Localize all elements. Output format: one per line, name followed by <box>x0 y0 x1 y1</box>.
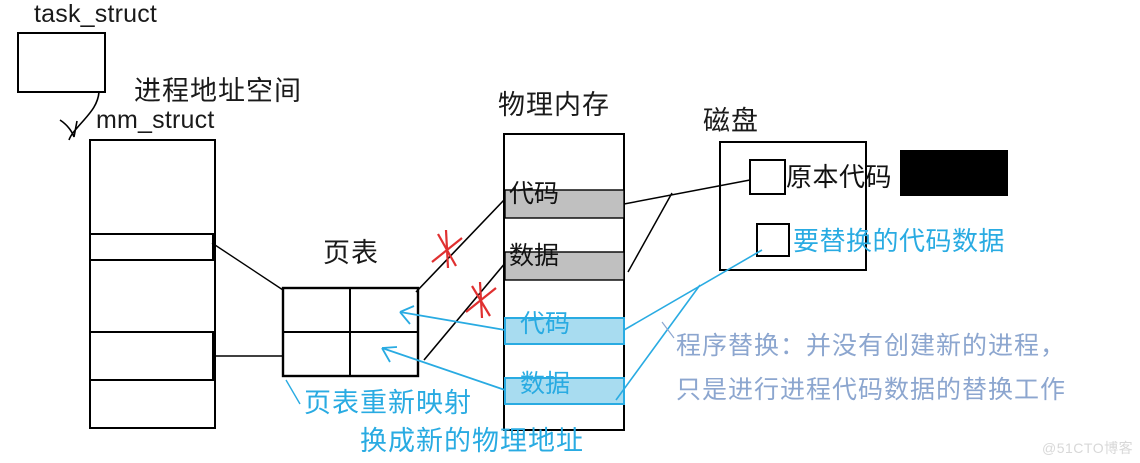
phys-band-label-old-data: 数据 <box>509 242 560 270</box>
new-mapping-line-code <box>399 311 506 331</box>
disk-replacement-to-phys-data <box>615 284 701 401</box>
watermark: @51CTO博客 <box>1042 440 1134 456</box>
remap-annotation-leader <box>285 379 301 405</box>
label-page-table: 页表 <box>323 238 379 268</box>
phys-band-new-code <box>504 317 625 345</box>
annotation-note-line-2: 只是进行进程代码数据的替换工作 <box>676 376 1067 404</box>
new-mapping-line-data <box>381 347 506 391</box>
disk-replacement-to-phys-code <box>623 249 763 331</box>
phys-band-old-data <box>504 251 625 281</box>
redaction-box <box>900 150 1008 196</box>
disk-original-to-phys-fork <box>627 192 673 273</box>
label-physical-memory: 物理内存 <box>498 90 610 120</box>
new-mapping-arrowhead-code <box>399 305 415 325</box>
mm-to-pagetable-line-top <box>211 242 284 291</box>
new-mapping-arrowhead-data <box>381 346 398 363</box>
disk-label-original: 原本代码 <box>786 162 893 192</box>
label-disk: 磁盘 <box>703 106 759 136</box>
task-to-mm-arrowhead <box>59 119 78 138</box>
disk-slot-replacement <box>756 223 790 257</box>
old-mapping-line-code <box>415 199 505 293</box>
phys-band-label-new-code: 代码 <box>520 310 571 338</box>
disk-box <box>719 141 867 271</box>
task-struct-box <box>17 32 106 93</box>
red-cross-data <box>465 281 497 319</box>
mm-struct-box <box>89 139 216 429</box>
disk-label-replacement: 要替换的代码数据 <box>793 226 1006 256</box>
label-mm-struct: mm_struct <box>96 106 215 134</box>
label-task-struct: task_struct <box>34 0 158 28</box>
old-mapping-line-data <box>423 261 507 361</box>
phys-band-new-data <box>504 377 625 405</box>
label-process-address-space: 进程地址空间 <box>134 76 302 106</box>
disk-original-to-phys-code <box>623 179 751 205</box>
note-leader-line <box>661 321 675 339</box>
annotation-remap-line-2: 换成新的物理地址 <box>360 426 584 456</box>
phys-band-label-new-data: 数据 <box>520 370 571 398</box>
phys-band-old-code <box>504 189 625 219</box>
annotation-note-line-1: 程序替换：并没有创建新的进程， <box>676 332 1067 360</box>
disk-slot-original <box>749 159 786 195</box>
task-to-mm-arrow <box>68 91 100 141</box>
red-cross-code <box>431 229 463 269</box>
phys-band-label-old-code: 代码 <box>509 180 560 208</box>
annotation-remap-line-1: 页表重新映射 <box>304 388 472 418</box>
